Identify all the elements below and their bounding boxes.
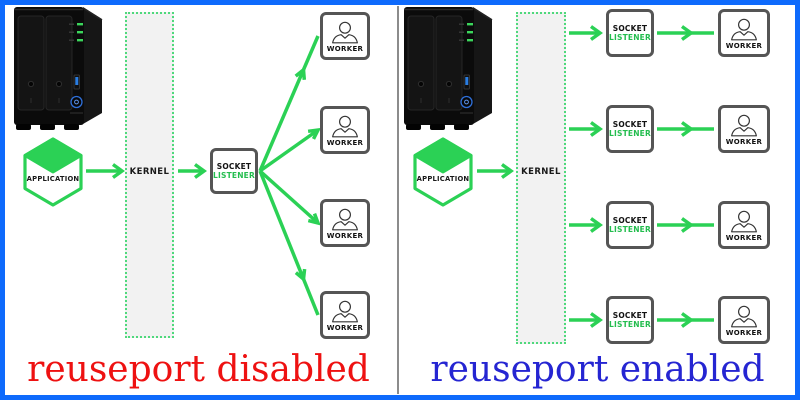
arrow-right-socket-worker-3 <box>657 217 714 233</box>
worker-box: WORKER <box>320 12 370 60</box>
worker-label: WORKER <box>725 137 763 146</box>
person-icon <box>731 305 757 327</box>
listener-label: LISTENER <box>609 320 651 329</box>
socket-listener-box: SOCKET LISTENER <box>606 105 654 153</box>
person-icon <box>332 115 358 137</box>
listener-label: LISTENER <box>609 33 651 42</box>
person-icon <box>332 21 358 43</box>
arrow-left-app-kernel <box>86 163 125 179</box>
panel-divider <box>397 6 399 394</box>
socket-label: SOCKET <box>612 23 648 33</box>
socket-listener-box: SOCKET LISTENER <box>606 201 654 249</box>
caption-reuseport-enabled: reuseport enabled <box>430 349 765 390</box>
socket-listener-box: SOCKET LISTENER <box>606 296 654 344</box>
application-hexagon-icon <box>413 137 473 207</box>
arrow-right-app-kernel <box>477 163 514 179</box>
person-icon <box>332 208 358 230</box>
worker-box: WORKER <box>718 105 770 153</box>
arrow-right-kernel-socket-4 <box>569 312 603 328</box>
worker-label: WORKER <box>326 231 364 240</box>
worker-label: WORKER <box>326 44 364 53</box>
worker-box: WORKER <box>320 291 370 339</box>
arrow-left-kernel-socket <box>178 163 207 179</box>
worker-box: WORKER <box>320 199 370 247</box>
worker-label: WORKER <box>725 233 763 242</box>
application-label: APPLICATION <box>416 175 470 183</box>
cube-top-face <box>23 137 83 174</box>
kernel-label: KERNEL <box>521 167 561 177</box>
arrow-right-socket-worker-1 <box>657 25 714 41</box>
person-icon <box>332 300 358 322</box>
worker-box: WORKER <box>718 9 770 57</box>
person-icon <box>731 210 757 232</box>
nas-device-icon <box>14 7 103 130</box>
socket-label: SOCKET <box>612 119 648 129</box>
socket-listener-box: SOCKET LISTENER <box>606 9 654 57</box>
worker-box: WORKER <box>718 296 770 344</box>
application-hexagon-icon <box>23 137 83 207</box>
listener-label: LISTENER <box>609 225 651 234</box>
socket-label: SOCKET <box>612 215 648 225</box>
worker-box: WORKER <box>320 106 370 154</box>
worker-label: WORKER <box>725 41 763 50</box>
listener-label: LISTENER <box>213 171 255 180</box>
person-icon <box>731 18 757 40</box>
arrow-right-socket-worker-2 <box>657 121 714 137</box>
kernel-box-left: KERNEL <box>125 12 174 338</box>
caption-reuseport-disabled: reuseport disabled <box>27 349 370 390</box>
arrow-right-socket-worker-4 <box>657 312 714 328</box>
nas-device-icon <box>404 7 493 130</box>
person-icon <box>731 114 757 136</box>
socket-listener-box-left: SOCKET LISTENER <box>210 148 258 194</box>
kernel-box-right: KERNEL <box>516 12 566 344</box>
application-label: APPLICATION <box>26 175 80 183</box>
worker-label: WORKER <box>326 138 364 147</box>
arrow-left-socket-worker-1 <box>258 35 320 172</box>
arrow-right-kernel-socket-1 <box>569 25 603 41</box>
arrow-left-socket-worker-2 <box>258 127 322 173</box>
kernel-label: KERNEL <box>129 167 170 177</box>
worker-label: WORKER <box>326 323 364 332</box>
worker-box: WORKER <box>718 201 770 249</box>
listener-label: LISTENER <box>609 129 651 138</box>
worker-label: WORKER <box>725 328 763 337</box>
cube-top-face <box>413 137 473 174</box>
socket-label: SOCKET <box>216 161 252 171</box>
arrow-left-socket-worker-4 <box>258 170 320 316</box>
arrow-left-socket-worker-3 <box>258 169 321 226</box>
socket-label: SOCKET <box>612 310 648 320</box>
arrow-right-kernel-socket-2 <box>569 121 603 137</box>
arrow-right-kernel-socket-3 <box>569 217 603 233</box>
